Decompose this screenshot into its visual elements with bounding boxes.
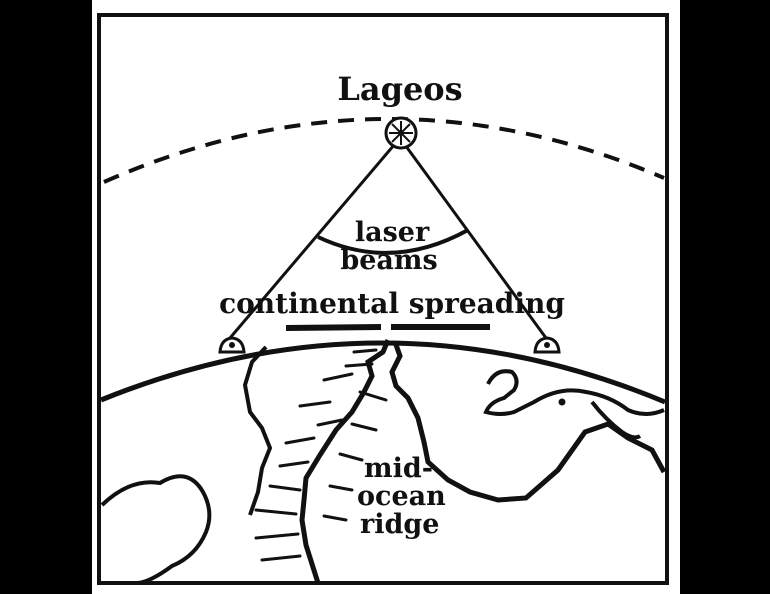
europe-coastline [483,369,665,416]
lageos-satellite-icon [384,116,418,150]
orbit-dashed-line [103,117,665,184]
left-landmass-outline [242,345,273,516]
ridge-label-line2: ocean [357,481,446,512]
right-continent-coastline [389,341,667,503]
ground-station-right-icon [533,336,561,354]
ridge-hatch-marks [254,348,388,562]
left-continent-coastline [299,339,391,584]
ridge-label-line3: ridge [360,509,439,540]
laser-beams-label-line2: beams [340,245,437,276]
beam-angle-arc [317,228,469,255]
laser-beams-label-line1: laser [355,217,430,248]
ground-station-left-icon [218,336,246,354]
satellite-label: Lageos [337,70,462,108]
ridge-label-line1: mid- [364,453,433,484]
laser-beam-left [228,137,402,339]
spreading-bar-left [285,324,382,331]
southwest-landmass-outline [100,474,212,585]
continental-spreading-label: continental spreading [219,287,565,320]
laser-beam-right [398,137,548,339]
diagram-panel [92,0,680,594]
italy-coastline [590,400,642,440]
inland-sea-dot [558,398,566,406]
diagram-frame [97,13,669,585]
earth-horizon [100,340,666,405]
